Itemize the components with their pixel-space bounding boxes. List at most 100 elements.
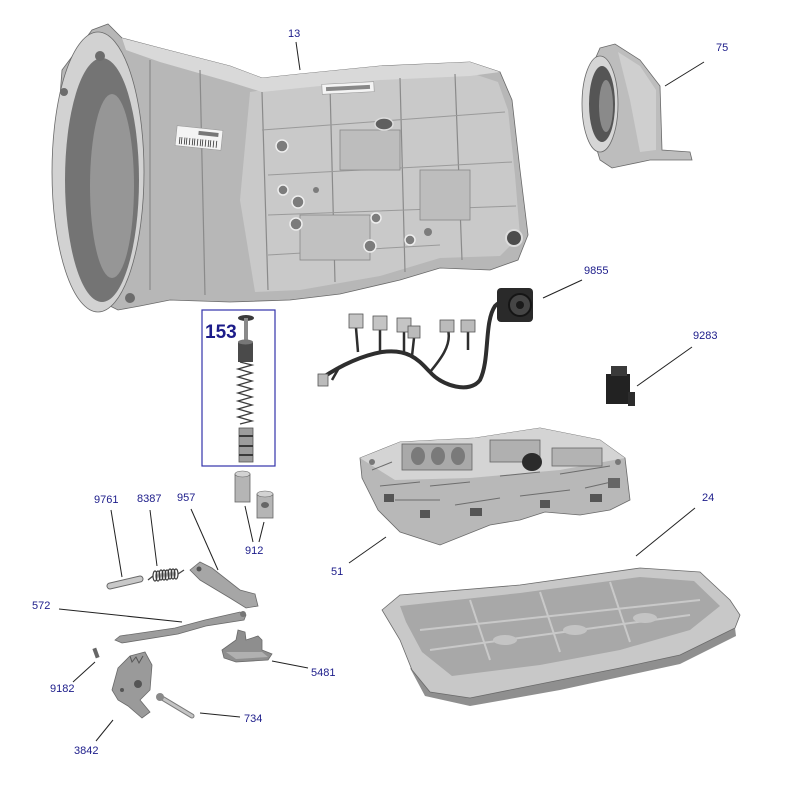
extension-housing-bore-inner <box>599 80 613 132</box>
case-bolt-hole <box>60 88 68 96</box>
valve-kit-frame <box>201 309 276 467</box>
rod-572 <box>114 611 247 644</box>
sensor-tab <box>628 392 635 406</box>
lever-hole <box>196 566 202 572</box>
lever-body <box>189 561 259 609</box>
leader-line <box>110 509 123 578</box>
valve-kit-box <box>201 309 276 467</box>
leader-line <box>149 509 158 567</box>
sticker-background <box>174 125 224 151</box>
harness-connector <box>317 373 329 387</box>
leader-line <box>295 41 301 71</box>
valve-body-solenoid <box>451 447 465 465</box>
sticker-print-line <box>325 84 371 92</box>
harness-connector <box>372 315 388 331</box>
filter-plugs <box>234 470 274 519</box>
lever-957 <box>189 561 259 609</box>
callout-912: 912 <box>245 545 263 557</box>
callout-8387: 8387 <box>137 493 161 505</box>
spring-coil <box>161 569 167 581</box>
leader-line <box>348 536 387 564</box>
leader-line <box>636 346 693 387</box>
case-label-sticker <box>321 81 375 95</box>
leader-line <box>95 719 114 742</box>
valve-kit-stem <box>244 318 248 342</box>
wiring-harness <box>317 288 533 390</box>
oil-pan-skirt <box>410 628 736 706</box>
case-bolt-hole <box>275 139 289 153</box>
pin-body-highlight <box>160 696 194 718</box>
detent-plate-hole <box>134 680 142 688</box>
callout-51: 51 <box>331 566 343 578</box>
leader-line <box>542 279 583 299</box>
callout-153: 153 <box>205 322 237 343</box>
oil-pan-pocket <box>633 613 657 623</box>
detent-plate-notches <box>129 655 144 665</box>
case-top-ridge <box>122 38 500 92</box>
harness-connector <box>348 313 364 329</box>
leader-line <box>72 661 96 683</box>
valve-kit-piston-top <box>238 339 253 345</box>
harness-connector <box>460 319 476 333</box>
spring-coil <box>158 569 164 581</box>
pin-734 <box>156 693 195 719</box>
leader-line <box>258 521 265 543</box>
leader-line <box>190 508 219 571</box>
leader-line <box>635 507 696 557</box>
extension-housing-rib <box>618 52 656 152</box>
detent-plate-body <box>111 651 153 719</box>
oil-pan-recess <box>400 577 720 676</box>
case-web-block <box>419 169 471 221</box>
callout-13: 13 <box>288 28 300 40</box>
valve-body-port <box>384 494 394 502</box>
plug-body <box>234 473 251 503</box>
bell-housing-inner-face <box>90 94 134 278</box>
leader-line <box>58 608 183 623</box>
harness-branch <box>330 327 470 381</box>
callout-957: 957 <box>177 492 195 504</box>
pin-body <box>92 647 100 659</box>
valve-body-solenoid <box>431 447 445 465</box>
callout-9283: 9283 <box>693 330 717 342</box>
case-bolt-hole <box>277 184 289 196</box>
spring-coil <box>164 569 170 581</box>
bracket-face <box>226 652 268 659</box>
valve-body-port <box>590 494 602 502</box>
case-bolt-hole <box>313 187 319 193</box>
valve-body-port <box>608 478 620 488</box>
valve-body-solenoid <box>522 453 542 471</box>
spring-8387 <box>147 568 185 582</box>
case-oval-port <box>374 117 394 131</box>
callout-75: 75 <box>716 42 728 54</box>
leader-line <box>271 660 309 669</box>
case-bolt-hole <box>95 51 105 61</box>
case-web-block <box>299 214 371 261</box>
callout-3842: 3842 <box>74 745 98 757</box>
case-bolt-hole <box>363 239 377 253</box>
transmission-case <box>51 23 529 313</box>
callout-9182: 9182 <box>50 683 74 695</box>
sticker-barcode <box>178 136 218 148</box>
callout-9761: 9761 <box>94 494 118 506</box>
leader-lines <box>58 41 705 742</box>
case-bolt-hole <box>404 234 416 246</box>
extension-housing <box>581 43 693 169</box>
case-bolt-hole <box>370 212 382 224</box>
oil-pan <box>381 567 741 706</box>
plug-top <box>234 470 251 478</box>
spring-coil <box>167 568 173 580</box>
valve-body-port <box>540 500 550 508</box>
valve-body-solenoid <box>411 447 425 465</box>
sensor-part <box>606 366 635 406</box>
case-port <box>505 229 523 247</box>
rod-body <box>114 611 247 644</box>
callout-734: 734 <box>244 713 262 725</box>
leader-line <box>664 61 705 87</box>
spring-coil <box>152 570 158 582</box>
valve-kit-spool-grooves <box>239 435 253 456</box>
leader-line <box>244 505 254 543</box>
leader-line <box>199 712 241 718</box>
valve-body-port <box>420 510 430 518</box>
bracket-5481 <box>221 629 273 663</box>
